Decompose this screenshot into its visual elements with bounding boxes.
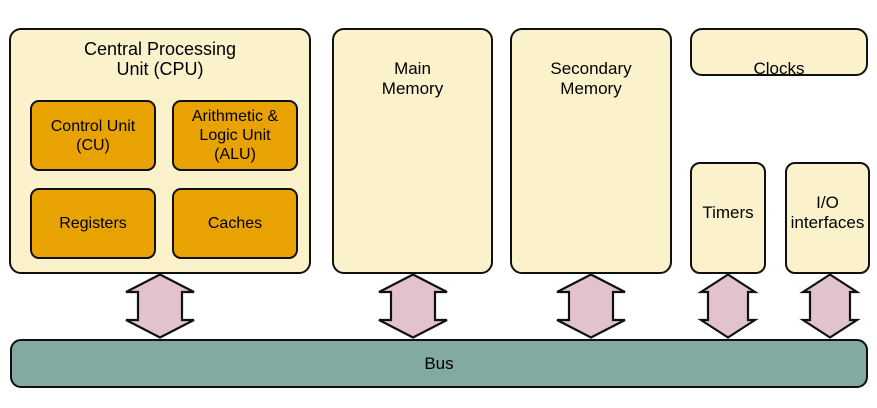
cpu-box: Central Processing Unit (CPU) Control Un… bbox=[9, 28, 311, 274]
bus-label: Bus bbox=[424, 353, 454, 373]
secondary-memory-label: Secondary Memory bbox=[550, 59, 632, 98]
timers-box: Timers bbox=[690, 162, 766, 274]
cpu-title: Central Processing Unit (CPU) bbox=[83, 39, 237, 79]
double-arrow-shape bbox=[697, 273, 759, 339]
cpu-bus-arrow bbox=[125, 273, 195, 339]
registers-label: Registers bbox=[59, 215, 127, 232]
io-interfaces-bus-arrow bbox=[799, 273, 861, 339]
double-arrow-shape bbox=[125, 273, 195, 339]
io-interfaces-label: I/O interfaces bbox=[790, 193, 865, 232]
clocks-label: Clocks bbox=[753, 59, 805, 78]
caches-label: Caches bbox=[207, 215, 263, 232]
bus-bar: Bus bbox=[10, 339, 868, 388]
clocks-box: Clocks bbox=[690, 28, 868, 78]
double-arrow-shape bbox=[799, 273, 861, 339]
alu-label: Arithmetic & Logic Unit (ALU) bbox=[191, 108, 279, 163]
caches-box: Caches bbox=[172, 188, 298, 259]
control-unit-box: Control Unit (CU) bbox=[30, 100, 156, 171]
control-unit-label: Control Unit (CU) bbox=[50, 117, 136, 154]
secondary-memory-bus-arrow bbox=[556, 273, 626, 339]
main-memory-label: Main Memory bbox=[381, 59, 444, 98]
registers-box: Registers bbox=[30, 188, 156, 259]
double-arrow-shape bbox=[378, 273, 448, 339]
secondary-memory-box: Secondary Memory bbox=[510, 28, 672, 274]
double-arrow-shape bbox=[556, 273, 626, 339]
timers-bus-arrow bbox=[697, 273, 759, 339]
main-memory-bus-arrow bbox=[378, 273, 448, 339]
main-memory-box: Main Memory bbox=[332, 28, 493, 274]
io-interfaces-box: I/O interfaces bbox=[785, 162, 870, 274]
timers-label: Timers bbox=[702, 203, 754, 222]
alu-box: Arithmetic & Logic Unit (ALU) bbox=[172, 100, 298, 171]
